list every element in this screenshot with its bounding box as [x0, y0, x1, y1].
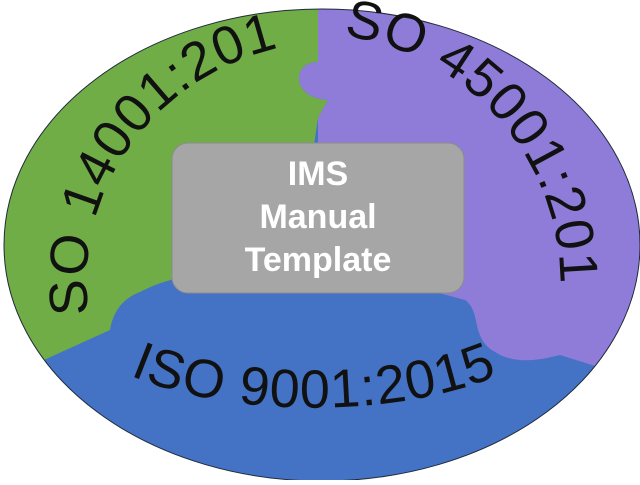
- center-title-box: [171, 142, 465, 294]
- center-line-ims: IMS: [288, 155, 348, 193]
- center-line-manual: Manual: [259, 198, 376, 236]
- center-line-template: Template: [245, 241, 392, 279]
- puzzle-piece-top-left: [4, 9, 328, 380]
- puzzle-piece-top-right: [299, 9, 640, 380]
